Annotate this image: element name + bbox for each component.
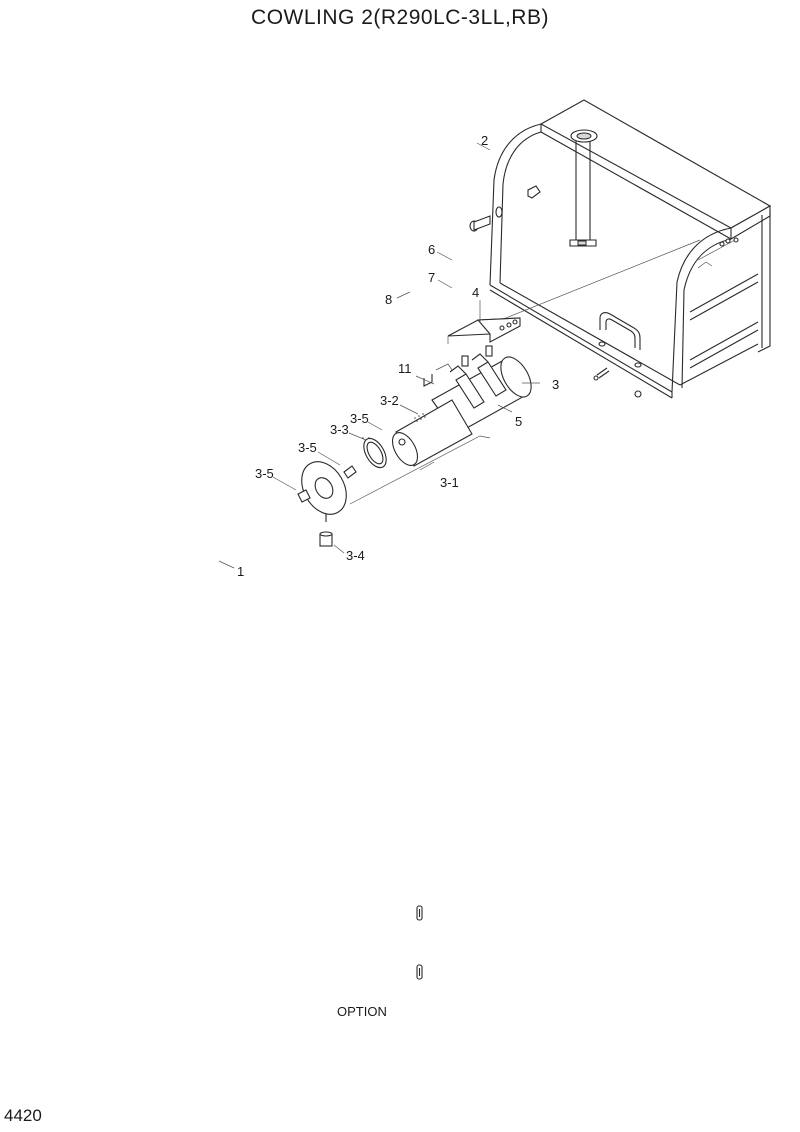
callout-11: 11 — [398, 361, 412, 376]
callout-1: 1 — [237, 564, 245, 579]
callout-4: 4 — [472, 285, 480, 300]
option-pins — [416, 905, 423, 980]
callout-3-5-middle: 3-5 — [298, 440, 317, 455]
option-label: OPTION — [337, 1004, 387, 1019]
air-cleaner — [297, 345, 532, 547]
callout-3: 3 — [552, 377, 560, 392]
callout-6: 6 — [428, 242, 436, 257]
callout-3-5-upper: 3-5 — [350, 411, 369, 426]
callout-3-4: 3-4 — [346, 548, 365, 563]
leader-lines — [218, 142, 540, 569]
page-number: 4420 — [4, 1106, 42, 1125]
callout-3-2: 3-2 — [380, 393, 399, 408]
callout-3-5-lower: 3-5 — [255, 466, 274, 481]
page-title: COWLING 2(R290LC-3LL,RB) — [251, 6, 549, 29]
callout-2: 2 — [481, 133, 489, 148]
callout-8: 8 — [385, 292, 393, 307]
nut — [527, 185, 541, 199]
callout-7: 7 — [428, 270, 436, 285]
bracket — [447, 317, 521, 344]
cowling-frame — [469, 99, 772, 399]
callout-5: 5 — [515, 414, 523, 429]
callout-3-1: 3-1 — [440, 475, 459, 490]
bolt — [469, 215, 491, 232]
callout-3-3: 3-3 — [330, 422, 349, 437]
